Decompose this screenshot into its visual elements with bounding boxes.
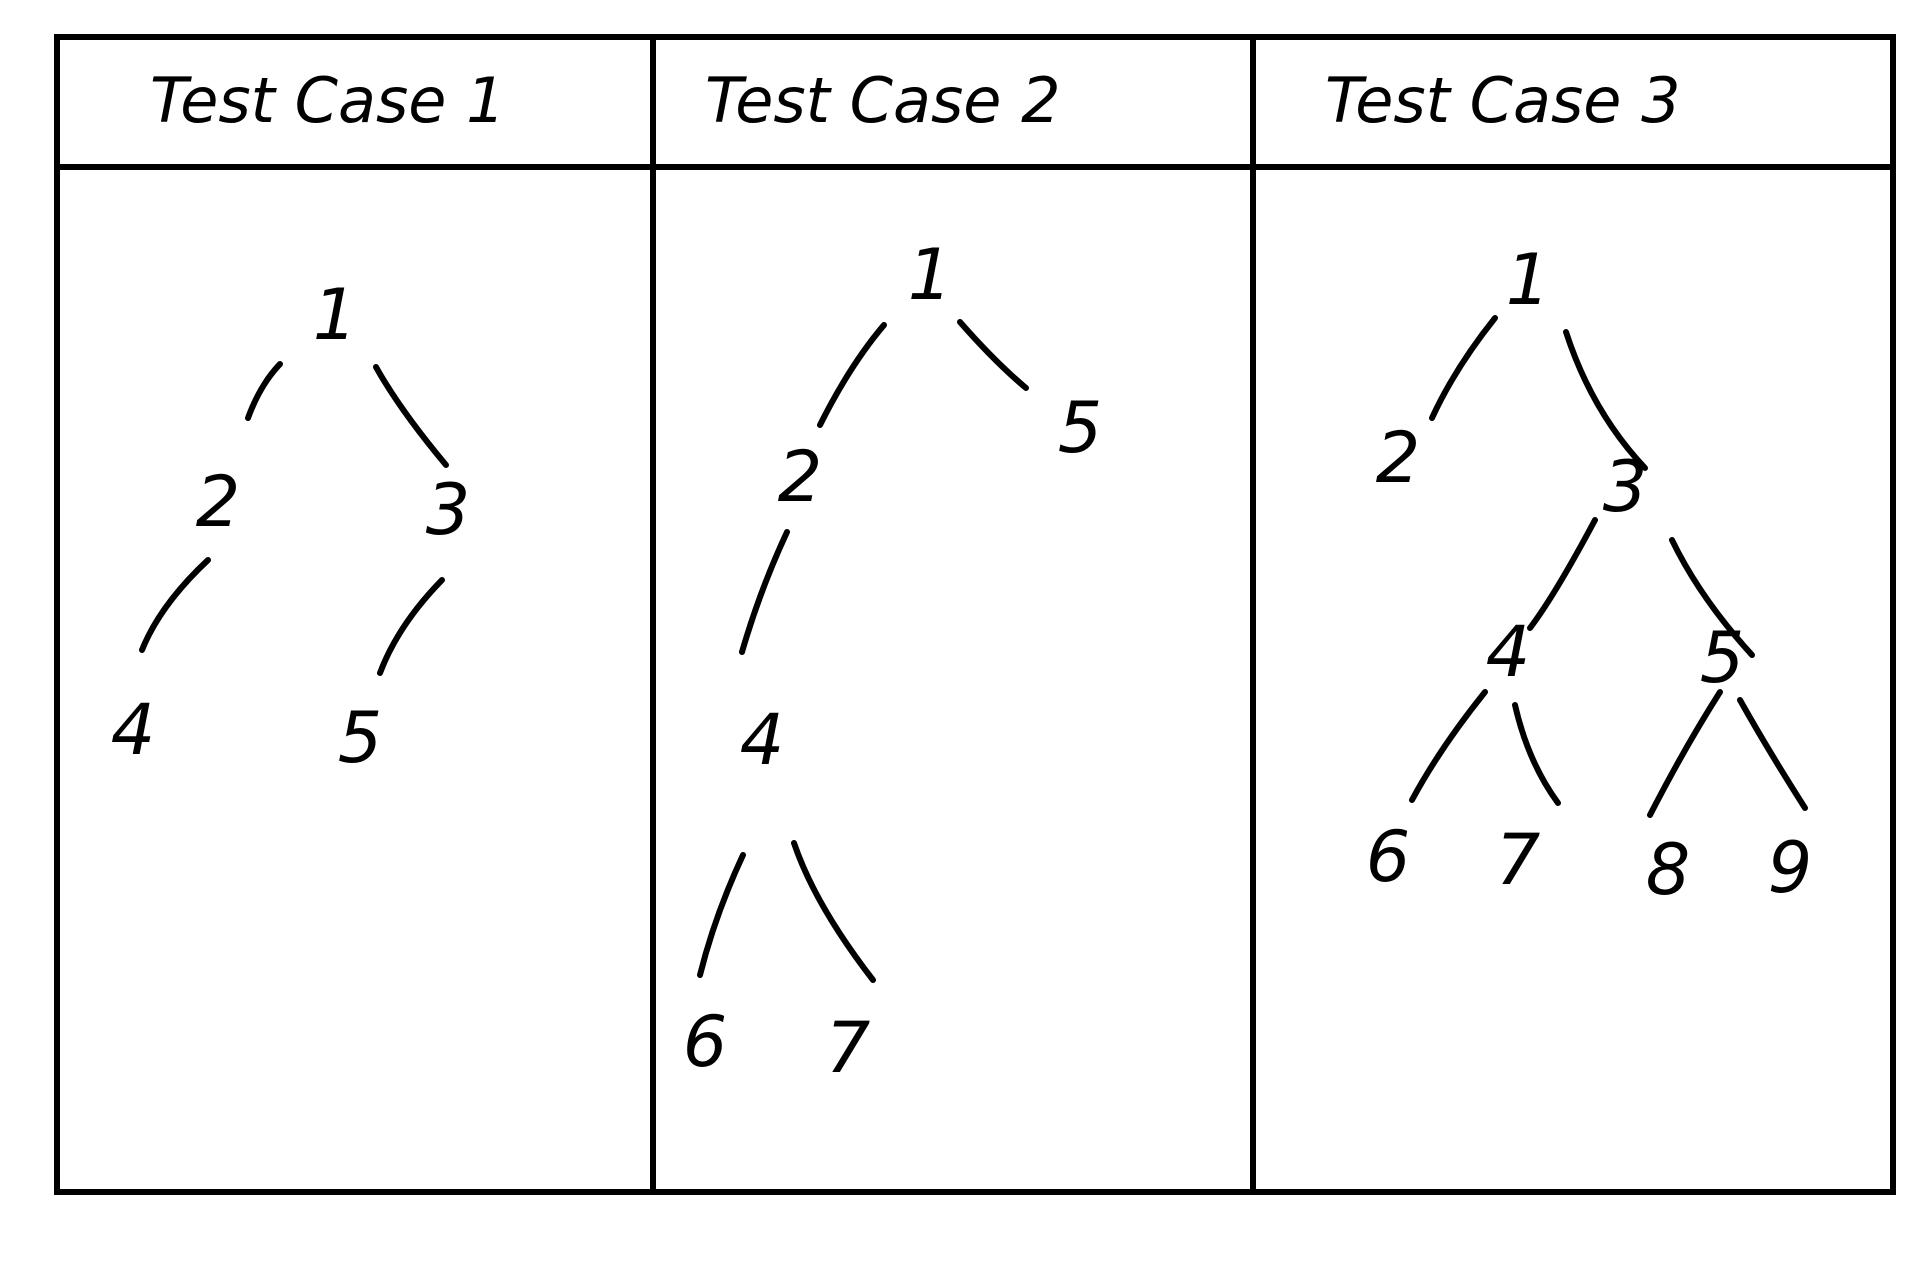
tree-node: 3: [426, 469, 471, 551]
edge-4-7: [791, 840, 876, 983]
edge-4-7: [1512, 702, 1561, 806]
edge-1-5: [957, 319, 1029, 391]
tree-node: 9: [1768, 827, 1813, 909]
panel-3-nodes: 1 2 3 4 5 6 7 8 9: [1366, 239, 1813, 911]
tree-node: 6: [1366, 816, 1411, 898]
tree-node: 5: [338, 697, 383, 779]
panel-1-title: Test Case 1: [150, 64, 506, 137]
edge-2-4: [739, 529, 790, 655]
tree-node: 4: [111, 689, 156, 771]
tree-node: 5: [1058, 387, 1103, 469]
tree-node: 1: [908, 234, 953, 316]
table-frame: [54, 34, 1896, 1195]
table-border: [54, 34, 1896, 1195]
tree-node: 1: [1506, 239, 1551, 321]
edge-3-5: [1669, 537, 1755, 658]
edge-2-4: [139, 557, 211, 653]
tree-node: 1: [313, 274, 358, 356]
panel-3-tree: 1 2 3 4 5 6 7 8 9: [1366, 239, 1813, 911]
tree-node: 2: [1376, 417, 1421, 499]
edge-3-4: [1527, 517, 1598, 631]
edge-1-2: [817, 322, 887, 428]
tree-node: 8: [1646, 829, 1691, 911]
tree-node: 5: [1700, 617, 1745, 699]
tree-node: 2: [778, 436, 823, 518]
tree-node: 7: [1496, 819, 1541, 901]
edge-3-5: [377, 577, 445, 676]
edge-4-6: [697, 852, 746, 978]
panel-2-title: Test Case 2: [705, 64, 1061, 137]
panel-3-title: Test Case 3: [1325, 64, 1681, 137]
edge-1-3: [373, 364, 449, 468]
panel-1-tree: 1 2 3 4 5: [111, 274, 471, 779]
tree-node: 7: [826, 1007, 871, 1089]
tree-node: 2: [196, 461, 241, 543]
panel-2-nodes: 1 2 5 4 6 7: [683, 234, 1103, 1089]
tree-node: 4: [740, 699, 785, 781]
panel-1-nodes: 1 2 3 4 5: [111, 274, 471, 779]
edge-1-3: [1563, 329, 1648, 471]
tree-node: 6: [683, 1001, 728, 1083]
panel-3-edges: [1409, 315, 1808, 818]
edge-1-2: [245, 361, 283, 421]
edge-4-6: [1409, 689, 1488, 803]
panel-1-edges: [139, 361, 449, 676]
edge-1-2: [1429, 315, 1498, 421]
tree-node: 3: [1603, 446, 1648, 528]
panel-2-edges: [697, 319, 1029, 983]
tree-node: 4: [1486, 611, 1531, 693]
panel-titles: Test Case 1 Test Case 2 Test Case 3: [150, 64, 1681, 137]
edge-5-8: [1647, 689, 1723, 818]
panel-2-tree: 1 2 5 4 6 7: [683, 234, 1103, 1089]
edge-5-9: [1737, 697, 1808, 811]
